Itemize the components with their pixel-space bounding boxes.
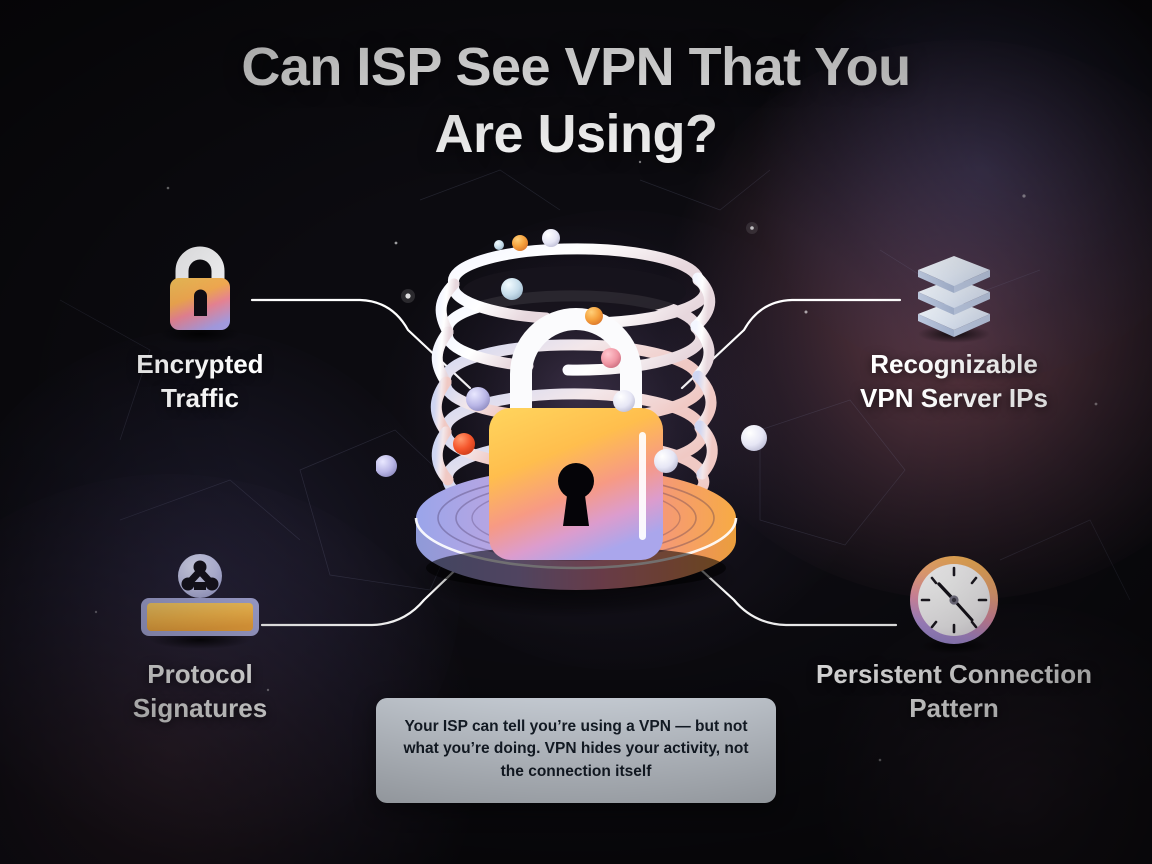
infographic-canvas: Can ISP See VPN That You Are Using? bbox=[0, 0, 1152, 864]
vignette-overlay bbox=[0, 0, 1152, 864]
